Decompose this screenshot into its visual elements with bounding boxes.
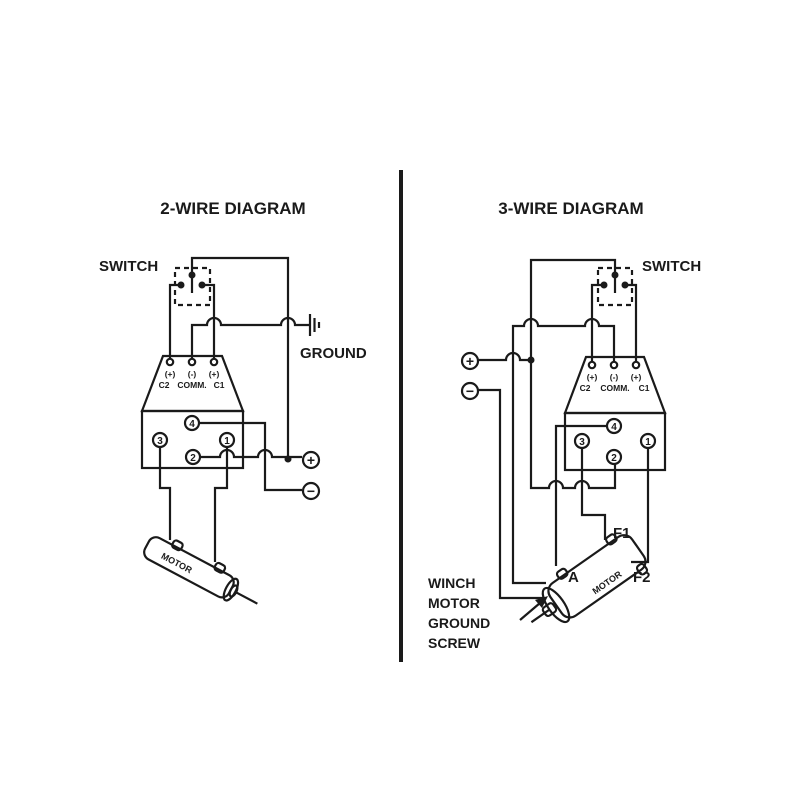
right-title: 3-WIRE DIAGRAM bbox=[498, 199, 643, 218]
wire-post4-to-a bbox=[554, 424, 607, 566]
post-4: 4 bbox=[611, 422, 617, 433]
wire-negative-to-motor bbox=[478, 388, 545, 600]
label-line: WINCH bbox=[428, 575, 475, 591]
right-motor: MOTOR bbox=[530, 533, 649, 624]
wire-comm-to-ground bbox=[190, 316, 309, 359]
junction-dot bbox=[284, 455, 292, 463]
ground-icon bbox=[308, 314, 321, 336]
post-1: 1 bbox=[645, 437, 651, 448]
c1-sign: (+) bbox=[631, 372, 642, 382]
c2-sign: (+) bbox=[165, 369, 176, 379]
post-3: 3 bbox=[157, 436, 163, 447]
c2-sign: (+) bbox=[587, 372, 598, 382]
left-negative-terminal: − bbox=[301, 481, 321, 501]
terminal-f1-label: F1 bbox=[613, 525, 631, 542]
right-switch-label: SWITCH bbox=[642, 258, 701, 275]
arrow-icon bbox=[519, 596, 548, 621]
wire-post1-to-motor bbox=[213, 447, 229, 562]
terminal-f2-label: F2 bbox=[633, 569, 651, 586]
post-3: 3 bbox=[579, 437, 585, 448]
post-2: 2 bbox=[611, 453, 617, 464]
wire-post4-to-negative bbox=[199, 421, 302, 492]
minus-sign: − bbox=[307, 483, 315, 499]
terminal-a-label: A bbox=[568, 569, 579, 586]
post-1: 1 bbox=[224, 436, 230, 447]
comm-sign: (-) bbox=[188, 369, 197, 379]
wire-switch-to-positive bbox=[190, 256, 290, 459]
post-2: 2 bbox=[190, 453, 196, 464]
left-positive-terminal: + bbox=[301, 450, 321, 470]
comm-label: COMM. bbox=[600, 383, 629, 393]
plus-sign: + bbox=[307, 452, 315, 468]
left-motor: MOTOR bbox=[143, 536, 258, 605]
c2-label: C2 bbox=[159, 380, 170, 390]
right-positive-terminal: + bbox=[460, 351, 480, 371]
post-4: 4 bbox=[189, 419, 195, 430]
c1-sign: (+) bbox=[209, 369, 220, 379]
wire-post1-to-f2 bbox=[631, 448, 650, 564]
wire-comm-to-ground-screw bbox=[511, 317, 616, 585]
wire-switch-c2 bbox=[168, 283, 181, 359]
wire-positive bbox=[478, 351, 531, 362]
label-line: GROUND bbox=[428, 615, 490, 631]
ground-screw-label: WINCH MOTOR GROUND SCREW bbox=[428, 575, 490, 651]
wire-switch-c1 bbox=[625, 283, 638, 362]
wire-post2-to-positive bbox=[200, 448, 302, 459]
wire-switch-to-post2 bbox=[529, 258, 617, 490]
left-solenoid: (+) (-) (+) C2 COMM. C1 4 3 1 2 bbox=[140, 354, 245, 470]
comm-label: COMM. bbox=[177, 380, 206, 390]
label-line: SCREW bbox=[428, 635, 481, 651]
c1-label: C1 bbox=[214, 380, 225, 390]
two-wire-diagram: 2-WIRE DIAGRAM SWITCH GROUND bbox=[99, 199, 367, 605]
right-solenoid: (+) (-) (+) C2 COMM. C1 4 3 1 2 bbox=[563, 355, 667, 472]
three-wire-diagram: 3-WIRE DIAGRAM SWITCH (+) (-) (+) bbox=[428, 199, 701, 651]
wire-switch-c1 bbox=[202, 283, 216, 359]
wire-switch-c2 bbox=[590, 283, 604, 362]
junction-dot bbox=[527, 356, 535, 364]
left-switch-label: SWITCH bbox=[99, 258, 158, 275]
right-negative-terminal: − bbox=[460, 381, 480, 401]
minus-sign: − bbox=[466, 383, 474, 399]
label-line: MOTOR bbox=[428, 595, 480, 611]
left-title: 2-WIRE DIAGRAM bbox=[160, 199, 305, 218]
left-ground-label: GROUND bbox=[300, 345, 367, 362]
wire-post3-to-motor bbox=[158, 447, 172, 540]
comm-sign: (-) bbox=[610, 372, 619, 382]
plus-sign: + bbox=[466, 353, 474, 369]
wire-post3-to-f1 bbox=[580, 448, 607, 540]
c1-label: C1 bbox=[639, 383, 650, 393]
c2-label: C2 bbox=[580, 383, 591, 393]
